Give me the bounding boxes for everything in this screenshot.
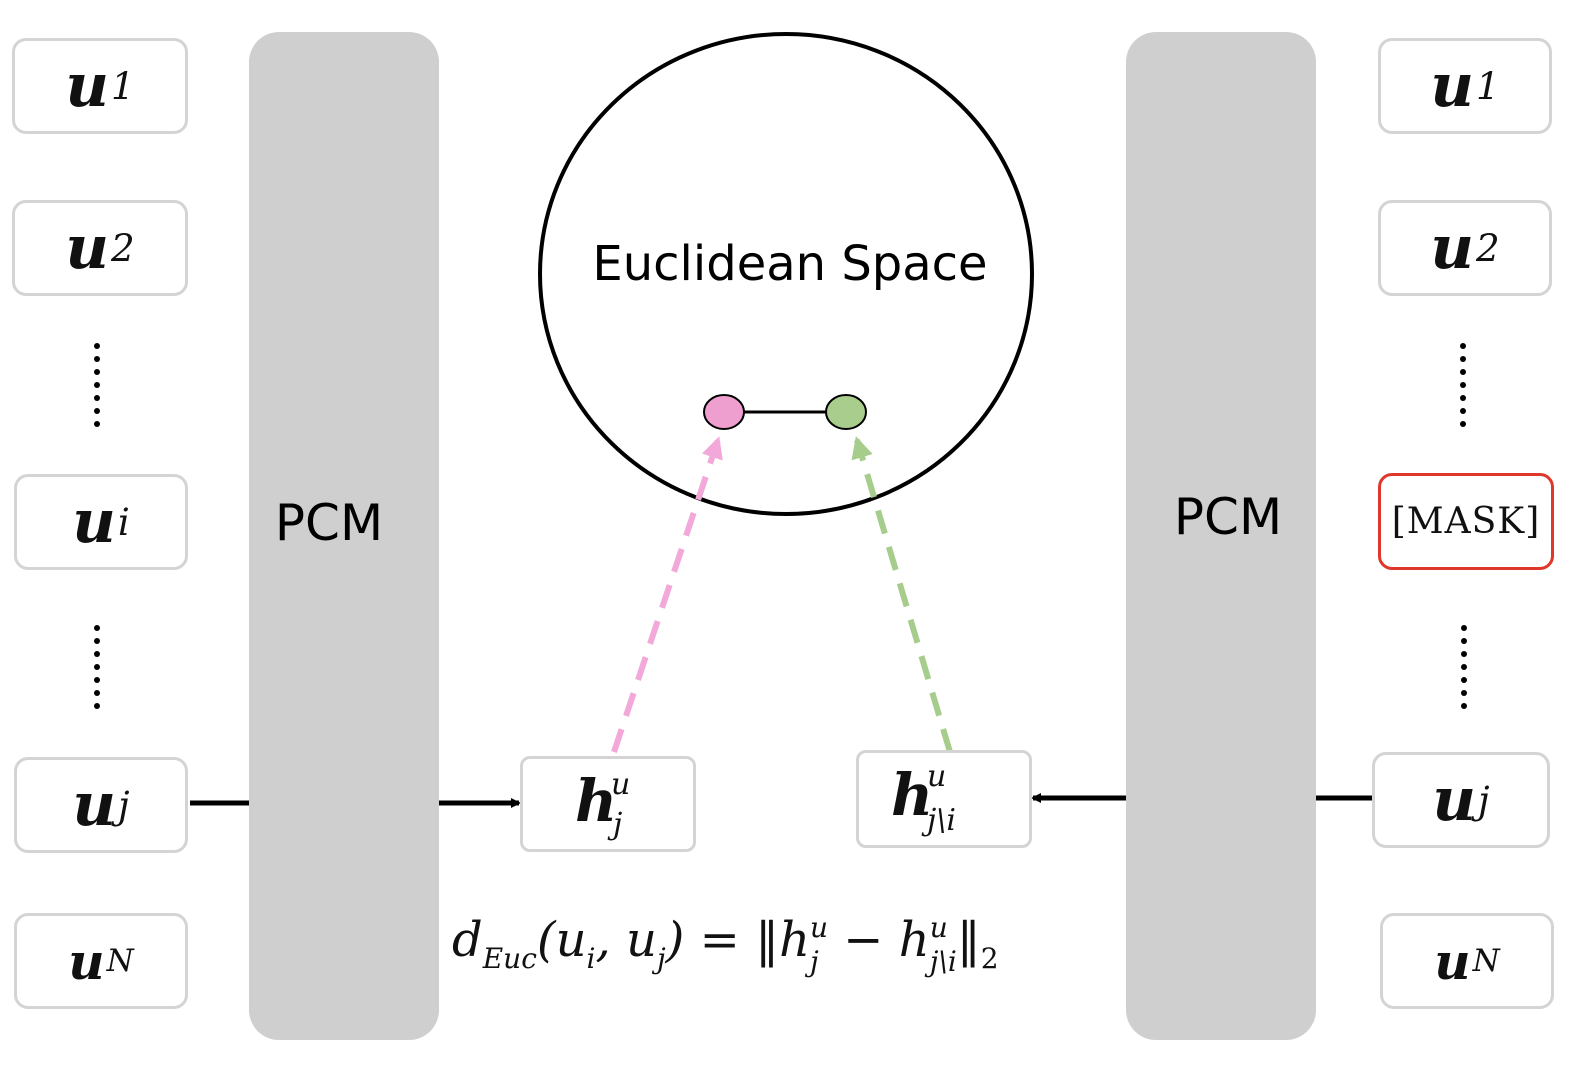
left-token-ui-sub: i — [117, 500, 130, 544]
mask-token-label: [MASK] — [1391, 501, 1541, 542]
right-output-sub: j\i — [927, 803, 957, 838]
right-output-sup: u — [927, 759, 947, 794]
formula-norm-sub: 2 — [980, 942, 999, 975]
formula-d-sub: Euc — [482, 942, 537, 975]
euclidean-space-label: Euclidean Space — [592, 236, 988, 292]
right-ellipsis-upper — [1460, 343, 1466, 427]
left-projection-arrow — [611, 436, 723, 753]
left-output-base: h — [575, 767, 618, 835]
left-ellipsis-lower — [94, 625, 100, 709]
right-output-embedding: h u j\i — [856, 750, 1032, 848]
left-output-sub: j — [613, 807, 623, 842]
right-token-mask: [MASK] — [1378, 473, 1554, 570]
left-token-uN-sub: N — [106, 943, 134, 979]
formula-args: (u — [536, 912, 587, 968]
formula-h1-sup: u — [810, 911, 829, 944]
right-token-uj-sub: j — [1478, 778, 1490, 822]
formula-comma: , u — [595, 912, 657, 968]
right-token-uN-base: u — [1434, 931, 1471, 991]
left-output-sup: u — [611, 767, 631, 802]
formula-h1-sub: j — [810, 945, 819, 978]
left-embedding-point — [703, 394, 745, 430]
left-token-u1-base: u — [65, 51, 109, 121]
euclidean-space-circle — [538, 32, 1034, 516]
right-token-u2-base: u — [1430, 213, 1474, 283]
right-token-u1-sub: 1 — [1475, 64, 1500, 108]
left-token-u1-sub: 1 — [110, 64, 135, 108]
formula-arg2-sub: j — [656, 942, 666, 975]
left-ellipsis-upper — [94, 343, 100, 427]
left-pcm-block — [249, 32, 439, 1040]
left-token-uN-base: u — [68, 931, 105, 991]
formula-h2-sub: j\i — [929, 945, 957, 978]
right-output-base: h — [891, 761, 934, 829]
left-pcm-label: PCM — [274, 494, 384, 552]
formula-minus: − h — [828, 912, 930, 968]
formula-close: ) = ‖h — [665, 912, 810, 968]
left-token-u2-base: u — [65, 213, 109, 283]
left-token-uj-base: u — [72, 770, 117, 840]
formula-d: d — [452, 912, 483, 968]
right-pcm-label: PCM — [1173, 488, 1283, 546]
right-projection-arrow — [851, 436, 953, 753]
formula-arg1-sub: i — [586, 942, 596, 975]
right-token-u2-sub: 2 — [1475, 226, 1500, 270]
right-pcm-block — [1126, 32, 1316, 1040]
formula-norm-close: ‖ — [956, 912, 981, 968]
right-ellipsis-lower — [1461, 625, 1467, 709]
right-token-uj-base: u — [1432, 765, 1477, 835]
right-embedding-point — [825, 394, 867, 430]
left-token-uj-sub: j — [118, 783, 130, 827]
right-token-uN-sub: N — [1472, 943, 1500, 979]
formula-h2-sup: u — [929, 911, 948, 944]
right-token-u1-base: u — [1430, 51, 1474, 121]
left-token-ui-base: u — [72, 487, 116, 557]
left-token-u2-sub: 2 — [110, 226, 135, 270]
left-output-embedding: h u j — [520, 756, 696, 852]
